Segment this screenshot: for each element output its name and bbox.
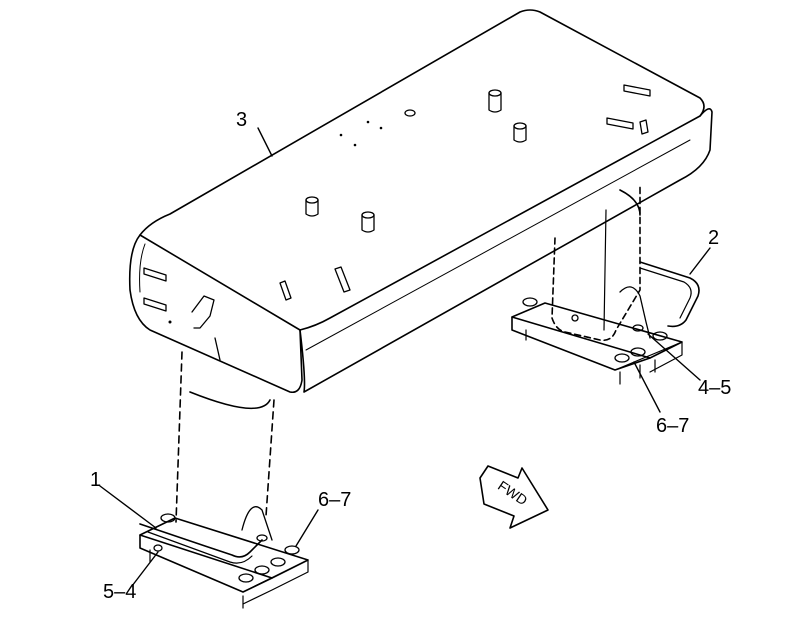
leader-lines [99, 127, 711, 587]
fwd-arrow-label: FWD [495, 477, 530, 508]
seat-platform [128, 9, 713, 394]
front-clip [191, 295, 215, 329]
small-holes [339, 120, 383, 147]
fwd-arrow: FWD [479, 465, 549, 529]
callout-1: 1 [90, 469, 102, 491]
front-pedestal [139, 351, 309, 609]
rear-base-plate [511, 302, 683, 359]
callout-6-7-right: 6–7 [656, 415, 690, 437]
front-bracket [241, 506, 273, 541]
rear-bolts [522, 297, 668, 363]
callout-4-5: 4–5 [698, 377, 732, 399]
front-handle-bar [139, 523, 263, 558]
callout-5-4: 5–4 [103, 581, 137, 603]
rear-pedestal [511, 184, 700, 385]
mounting-studs [305, 89, 527, 233]
slots [143, 84, 651, 312]
front-base-plate [139, 517, 309, 579]
callout-3: 3 [236, 109, 248, 131]
rear-handle-bar [639, 261, 700, 328]
front-bolts [153, 513, 300, 583]
callout-6-7-left: 6–7 [318, 489, 352, 511]
callout-2: 2 [708, 227, 720, 249]
rear-bracket [619, 286, 651, 339]
